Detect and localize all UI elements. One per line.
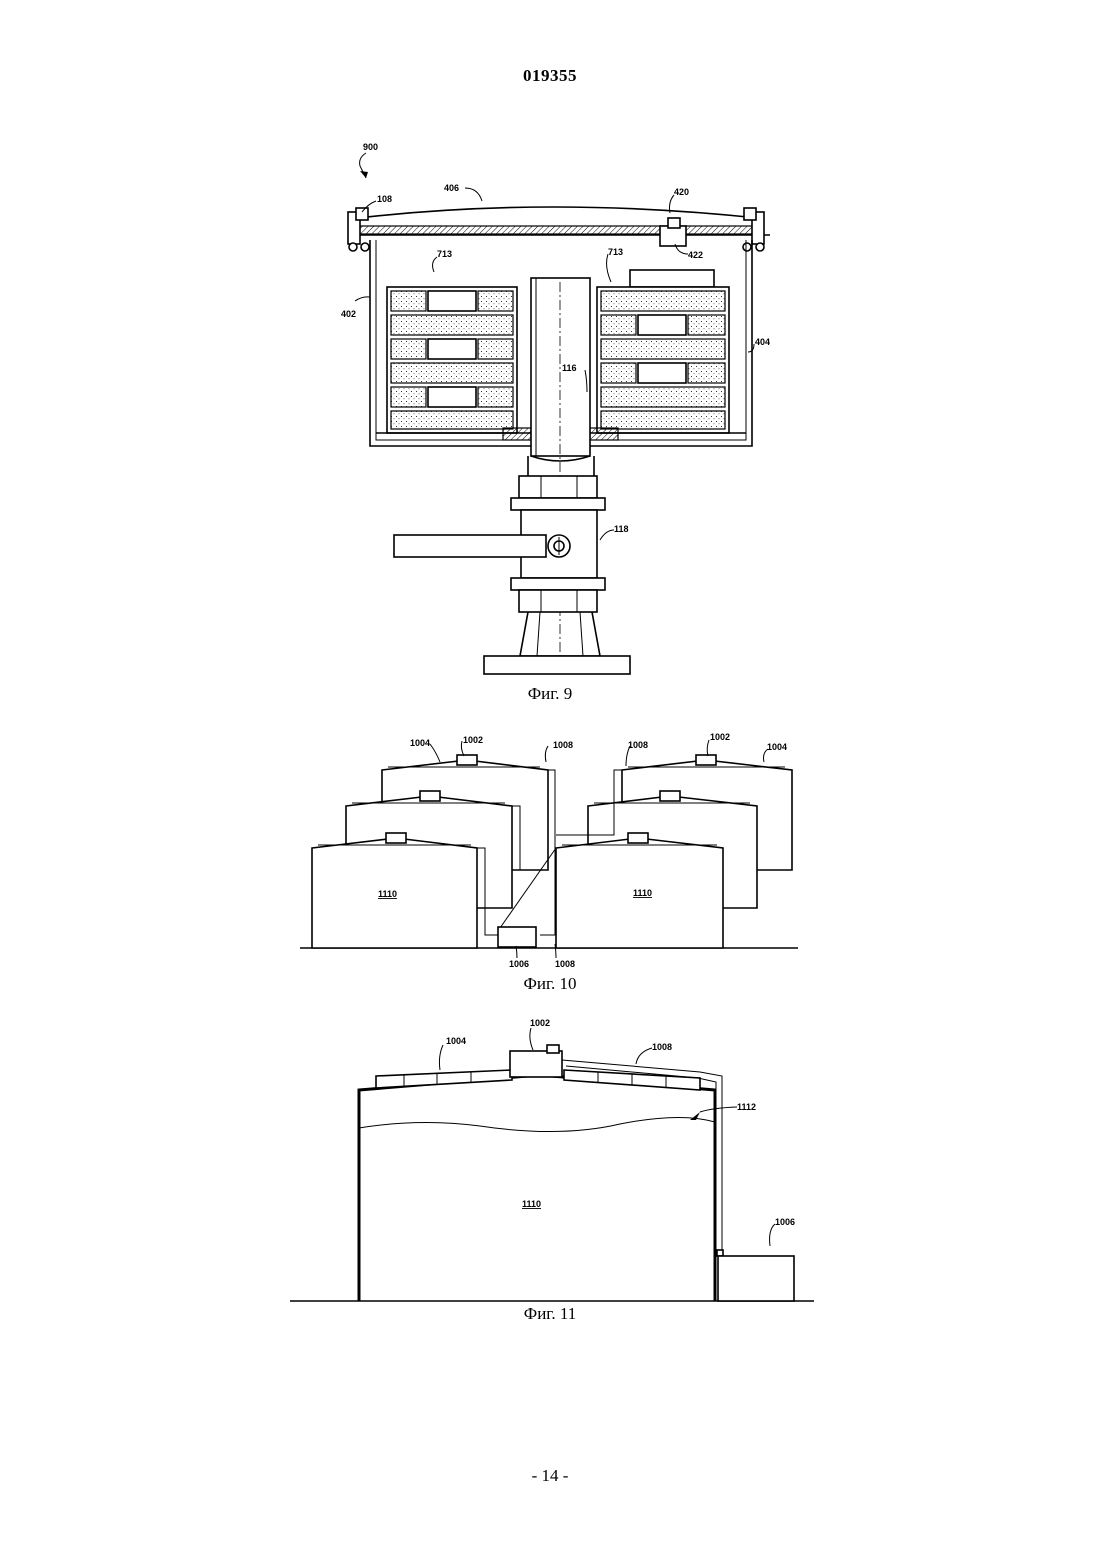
left-magnet-stack <box>387 287 517 433</box>
label-406: 406 <box>444 183 459 193</box>
label-402: 402 <box>341 309 356 319</box>
label-1008-right: 1008 <box>628 740 648 750</box>
label-900: 900 <box>363 142 378 152</box>
label-1004-right: 1004 <box>767 742 787 752</box>
label-1110-left: 1110 <box>378 889 397 899</box>
label-1008-bottom: 1008 <box>555 959 575 969</box>
label-713-left: 713 <box>437 249 452 259</box>
label-1004-left: 1004 <box>410 738 430 748</box>
label-1112: 1112 <box>737 1102 756 1112</box>
label-118: 118 <box>614 524 629 534</box>
label-713-right: 713 <box>608 247 623 257</box>
label-422: 422 <box>688 250 703 260</box>
figure-10-caption: Фиг. 10 <box>0 974 1100 994</box>
label-108: 108 <box>377 194 392 204</box>
label-1002-right: 1002 <box>710 732 730 742</box>
page-number: - 14 - <box>0 1466 1100 1486</box>
figure-11-caption: Фиг. 11 <box>0 1304 1100 1324</box>
figure-11-drawing: 1004 1002 1008 1112 1110 1006 <box>290 1018 814 1301</box>
label-1110-right: 1110 <box>633 888 652 898</box>
label-1110: 1110 <box>522 1199 541 1209</box>
label-1006: 1006 <box>509 959 529 969</box>
label-420: 420 <box>674 187 689 197</box>
right-magnet-stack <box>597 270 729 433</box>
label-1004: 1004 <box>446 1036 466 1046</box>
label-404: 404 <box>755 337 770 347</box>
label-116: 116 <box>562 363 577 373</box>
figure-9-drawing: 900 108 406 420 422 713 713 402 404 116 … <box>341 142 770 674</box>
label-1006: 1006 <box>775 1217 795 1227</box>
figure-10-drawing: 1004 1002 1008 1008 1002 1004 1110 1110 … <box>300 732 798 969</box>
figure-9-caption: Фиг. 9 <box>0 684 1100 704</box>
label-1002-left: 1002 <box>463 735 483 745</box>
label-1002: 1002 <box>530 1018 550 1028</box>
label-1008: 1008 <box>652 1042 672 1052</box>
label-1008-left: 1008 <box>553 740 573 750</box>
